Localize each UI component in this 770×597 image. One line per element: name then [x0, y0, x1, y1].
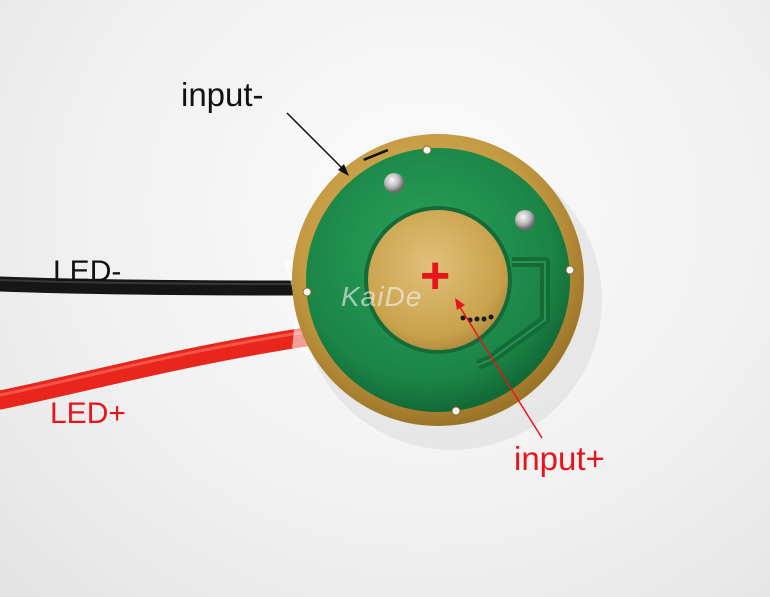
plus-marking: + — [420, 247, 451, 305]
screw-top-left — [384, 173, 404, 193]
label-led-minus: LED- — [53, 255, 122, 288]
label-input-plus: input+ — [514, 440, 605, 477]
input-minus-arrow — [286, 112, 347, 173]
center-positive-pad — [364, 206, 512, 354]
label-led-plus: LED+ — [50, 397, 126, 430]
kaide-watermark: KaiDe — [341, 281, 423, 312]
input-plus-arrow — [457, 303, 543, 439]
label-input-minus: input- — [181, 76, 264, 113]
red-wire — [0, 326, 322, 410]
black-wire — [0, 276, 308, 296]
screw-right — [515, 210, 535, 230]
